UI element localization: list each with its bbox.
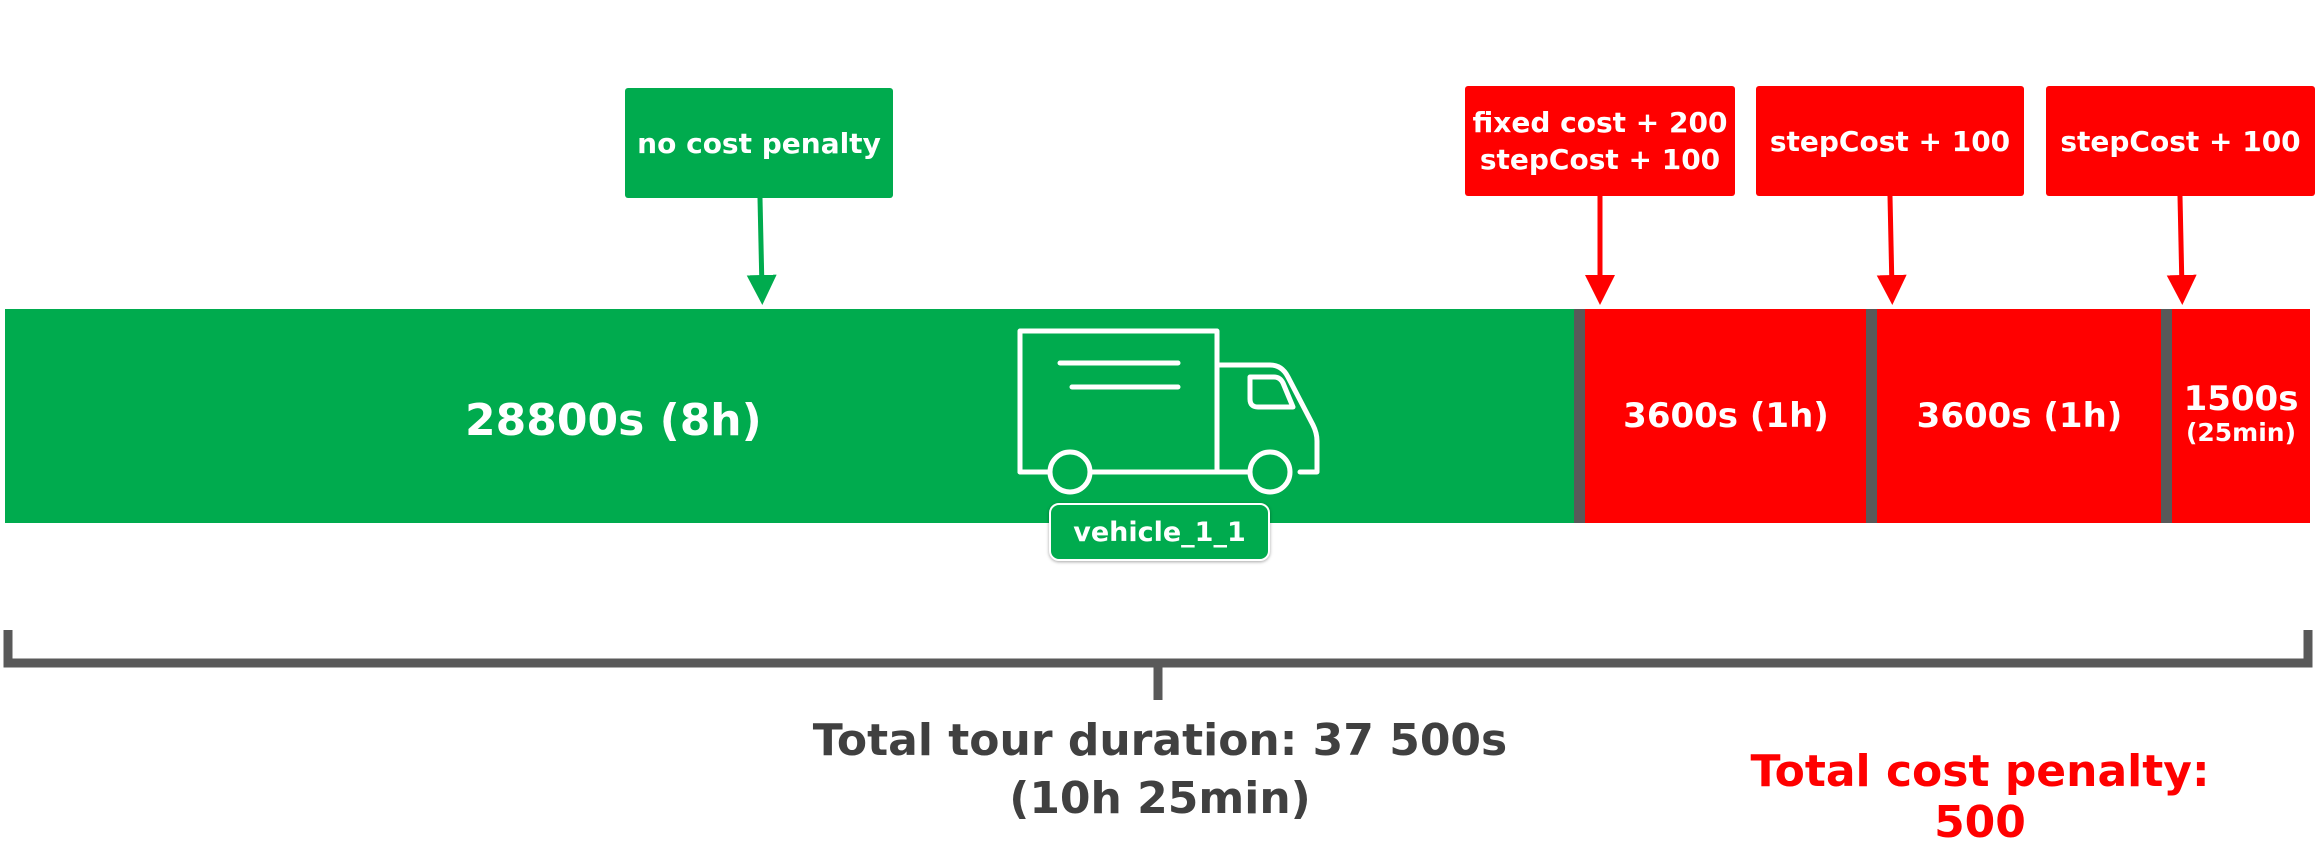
annotation-step-cost-1: stepCost + 100 [1756, 86, 2024, 196]
segment-label: 3600s (1h) [1916, 396, 2123, 436]
annotation-line: stepCost + 100 [2060, 124, 2301, 158]
segment-divider [2161, 309, 2172, 523]
total-duration-line: Total tour duration: 37 500s [812, 715, 1508, 766]
segment-divider [1866, 309, 1877, 523]
total-cost-penalty: Total cost penalty: 500 [1750, 746, 2210, 848]
segment-label: 3600s (1h) [1623, 396, 1829, 436]
segment-label: 1500s [2183, 379, 2299, 419]
annotation-step-cost-2: stepCost + 100 [2046, 86, 2315, 196]
annotation-fixed-cost: fixed cost + 200 stepCost + 100 [1465, 86, 1735, 196]
annotation-line: stepCost + 100 [1479, 143, 1721, 176]
duration-bracket [3, 630, 2313, 668]
arrow-red-3 [2166, 195, 2197, 305]
segment-overtime-1: 3600s (1h) [1585, 309, 1867, 523]
annotation-line: fixed cost + 200 [1472, 106, 1728, 139]
segment-label: 28800s (8h) [465, 395, 762, 446]
arrow-green [746, 197, 777, 305]
annotation-no-cost-penalty: no cost penalty [625, 88, 893, 198]
segment-regular: 28800s (8h) [5, 309, 1575, 523]
truck-icon [1017, 328, 1320, 495]
segment-overtime-2: 3600s (1h) [1877, 309, 2162, 523]
total-duration: Total tour duration: 37 500s (10h 25min) [760, 712, 1560, 828]
annotation-line: no cost penalty [637, 126, 881, 160]
annotation-line: stepCost + 100 [1769, 124, 2011, 158]
segment-overtime-3: 1500s (25min) [2172, 309, 2310, 523]
vehicle-label: vehicle_1_1 [1049, 503, 1270, 561]
total-duration-line: (10h 25min) [1009, 773, 1311, 824]
arrow-red-2 [1876, 195, 1907, 305]
segment-divider [1574, 309, 1585, 523]
segment-sublabel: (25min) [2185, 418, 2297, 447]
